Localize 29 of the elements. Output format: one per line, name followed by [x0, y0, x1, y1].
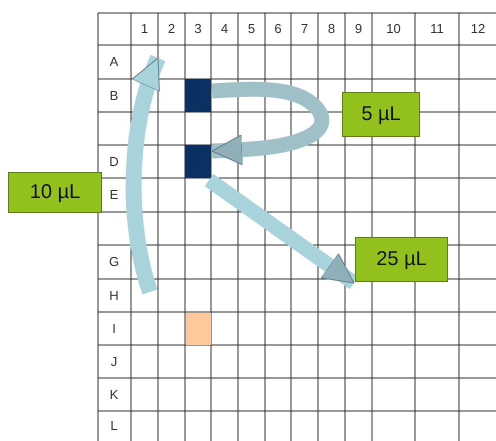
column-number: 12: [470, 22, 486, 35]
column-number: 3: [193, 22, 203, 35]
column-number: 1: [140, 22, 150, 35]
row-letter: H: [108, 288, 120, 302]
column-number: 8: [326, 22, 336, 35]
volume-box: 25 µL: [355, 237, 448, 282]
filled-well: [185, 145, 211, 178]
column-number: 5: [246, 22, 256, 35]
volume-box: 10 µL: [8, 172, 102, 213]
column-number: 4: [220, 22, 230, 35]
marked-well: [186, 313, 211, 345]
volume-box: 5 µL: [342, 92, 420, 137]
column-number: 10: [385, 22, 402, 35]
row-letter: G: [108, 255, 120, 268]
filled-well: [185, 79, 211, 112]
column-number: 2: [166, 22, 176, 35]
row-letter: K: [108, 388, 120, 400]
row-letter: B: [108, 88, 120, 102]
row-letter: J: [110, 354, 118, 368]
row-letter: L: [109, 419, 119, 432]
row-letter: A: [108, 55, 120, 68]
column-number: 11: [429, 22, 445, 35]
transfer-arrow: [212, 82, 330, 166]
column-number: 9: [354, 22, 364, 35]
row-letter: E: [108, 188, 120, 201]
column-number: 7: [300, 22, 310, 35]
column-number: 6: [273, 22, 283, 35]
row-letter: D: [108, 154, 120, 168]
row-letter: I: [111, 322, 117, 334]
